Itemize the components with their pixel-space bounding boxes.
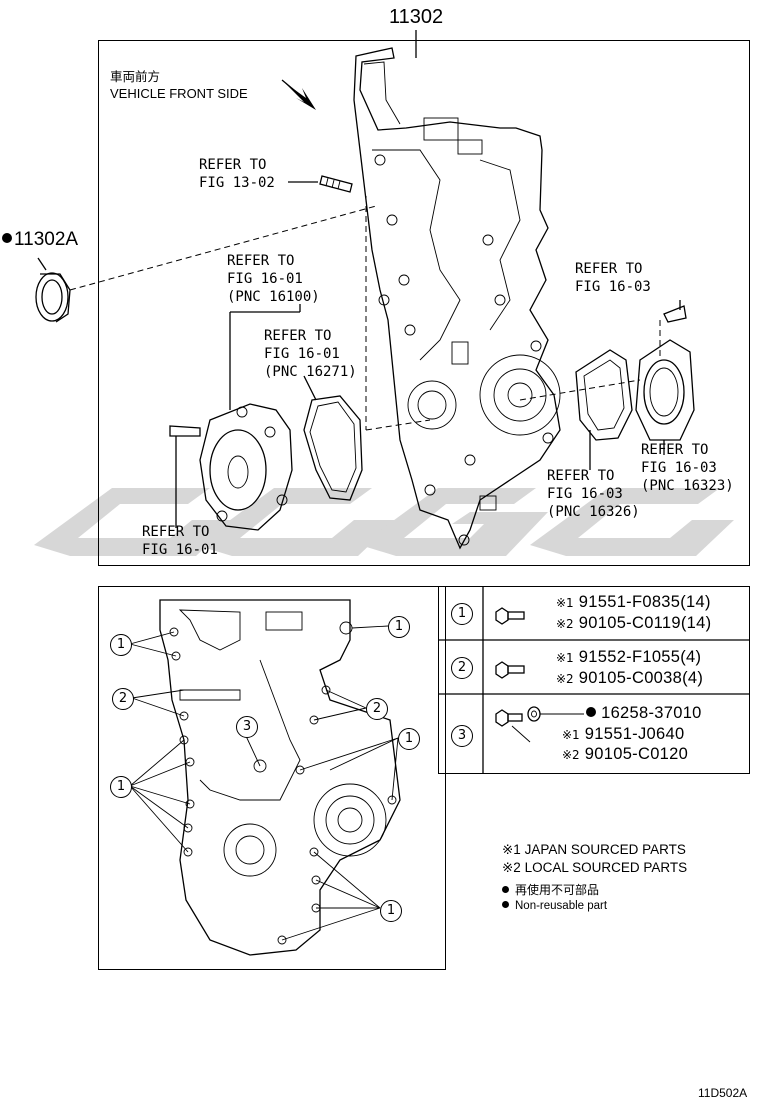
ref-line: FIG 16-01 bbox=[264, 346, 340, 362]
ref-line: REFER TO bbox=[142, 524, 210, 540]
ref-line: FIG 16-03 bbox=[575, 279, 651, 295]
ref-line: REFER TO bbox=[575, 261, 643, 277]
thermostat-gasket-drawing bbox=[575, 349, 633, 470]
reference-label-fig13-02: REFER TO FIG 13-02 bbox=[199, 156, 275, 192]
callout-1: 1 bbox=[110, 634, 132, 656]
table-row: ※1 91551-F0835(14) bbox=[556, 592, 711, 612]
legend-local-sourced: ※2 LOCAL SOURCED PARTS bbox=[502, 860, 688, 875]
direction-label-jp: 車両前方 bbox=[110, 69, 161, 84]
table-row: 16258-37010 bbox=[586, 703, 702, 723]
ref-line: REFER TO bbox=[641, 442, 709, 458]
ref-line: REFER TO bbox=[547, 468, 615, 484]
ref-line: (PNC 16271) bbox=[264, 364, 357, 380]
bolt-icon bbox=[495, 709, 531, 743]
water-pump-drawing bbox=[169, 304, 301, 531]
callout-2: 2 bbox=[112, 688, 134, 710]
timing-chain-cover-drawing bbox=[353, 47, 561, 550]
ref-line: FIG 13-02 bbox=[199, 175, 275, 191]
ref-line: REFER TO bbox=[264, 328, 332, 344]
callout-1: 1 bbox=[388, 616, 410, 638]
source-mark: ※2 bbox=[556, 617, 574, 631]
parts-table bbox=[438, 586, 750, 774]
table-row: ※2 90105-C0120 bbox=[562, 744, 688, 764]
washer-icon bbox=[527, 706, 541, 722]
reference-label-fig16-03: REFER TO FIG 16-03 bbox=[575, 260, 651, 296]
callout-1: 1 bbox=[110, 776, 132, 798]
nonreusable-dot-icon bbox=[2, 233, 12, 243]
table-row: ※1 91551-J0640 bbox=[562, 724, 684, 744]
thermostat-housing-drawing bbox=[635, 300, 695, 455]
stud-bolt-drawing bbox=[288, 175, 353, 193]
part-number: 90105-C0038(4) bbox=[578, 669, 704, 687]
table-row: ※1 91552-F1055(4) bbox=[556, 647, 701, 667]
source-mark: ※2 bbox=[562, 748, 580, 762]
legend-nonreusable-en: Non-reusable part bbox=[502, 900, 607, 912]
reference-label-fig16-01: REFER TO FIG 16-01 bbox=[142, 523, 218, 559]
legend-text: 再使用不可部品 bbox=[515, 883, 600, 897]
ref-line: REFER TO bbox=[199, 157, 267, 173]
part-number: 90105-C0120 bbox=[584, 745, 689, 763]
ref-line: (PNC 16323) bbox=[641, 478, 734, 494]
table-row: ※2 90105-C0119(14) bbox=[556, 613, 711, 633]
ref-line: REFER TO bbox=[227, 253, 295, 269]
source-mark: ※2 bbox=[556, 672, 574, 686]
bolt-location-frame bbox=[98, 586, 446, 970]
ref-line: (PNC 16326) bbox=[547, 504, 640, 520]
main-part-number: 11302 bbox=[389, 6, 444, 28]
part-number: 91551-J0640 bbox=[584, 725, 685, 743]
callout-1: 1 bbox=[398, 728, 420, 750]
main-diagram-frame bbox=[98, 40, 750, 566]
callout-2: 2 bbox=[366, 698, 388, 720]
reference-label-pnc16271: REFER TO FIG 16-01 (PNC 16271) bbox=[264, 327, 357, 381]
source-mark: ※1 bbox=[562, 728, 580, 742]
reference-label-pnc16100: REFER TO FIG 16-01 (PNC 16100) bbox=[227, 252, 320, 306]
legend-text: Non-reusable part bbox=[515, 900, 608, 912]
vehicle-front-arrow-icon bbox=[281, 79, 316, 110]
nonreusable-dot-icon bbox=[586, 707, 596, 717]
legend-nonreusable-jp: 再使用不可部品 bbox=[502, 881, 599, 898]
oil-seal-part-text: 11302A bbox=[14, 229, 79, 250]
table-row: ※2 90105-C0038(4) bbox=[556, 668, 703, 688]
part-number: 91551-F0835(14) bbox=[578, 593, 711, 611]
ref-line: FIG 16-03 bbox=[641, 460, 717, 476]
callout-3: 3 bbox=[236, 716, 258, 738]
callout-1: 1 bbox=[380, 900, 402, 922]
part-number: 90105-C0119(14) bbox=[578, 614, 712, 632]
bolt-icon bbox=[495, 661, 525, 679]
source-mark: ※1 bbox=[556, 651, 574, 665]
reference-label-pnc16326: REFER TO FIG 16-03 (PNC 16326) bbox=[547, 467, 640, 521]
nonreusable-dot-icon bbox=[502, 886, 509, 893]
part-number: 91552-F1055(4) bbox=[578, 648, 702, 666]
table-key-1: 1 bbox=[451, 603, 473, 625]
water-pump-gasket-drawing bbox=[303, 375, 363, 501]
source-mark: ※1 bbox=[556, 596, 574, 610]
table-key-3: 3 bbox=[451, 725, 473, 747]
direction-label-en: VEHICLE FRONT SIDE bbox=[110, 86, 248, 101]
nonreusable-dot-icon bbox=[502, 901, 509, 908]
oil-seal-part-number: 11302A bbox=[2, 229, 78, 251]
ref-line: (PNC 16100) bbox=[227, 289, 320, 305]
table-key-2: 2 bbox=[451, 657, 473, 679]
legend-japan-sourced: ※1 JAPAN SOURCED PARTS bbox=[502, 842, 686, 857]
ref-line: FIG 16-01 bbox=[142, 542, 218, 558]
bolt-icon bbox=[495, 607, 525, 625]
ref-line: FIG 16-03 bbox=[547, 486, 623, 502]
figure-id: 11D502A bbox=[698, 1086, 748, 1100]
reference-label-pnc16323: REFER TO FIG 16-03 (PNC 16323) bbox=[641, 441, 734, 495]
ref-line: FIG 16-01 bbox=[227, 271, 303, 287]
part-number: 16258-37010 bbox=[601, 704, 702, 722]
